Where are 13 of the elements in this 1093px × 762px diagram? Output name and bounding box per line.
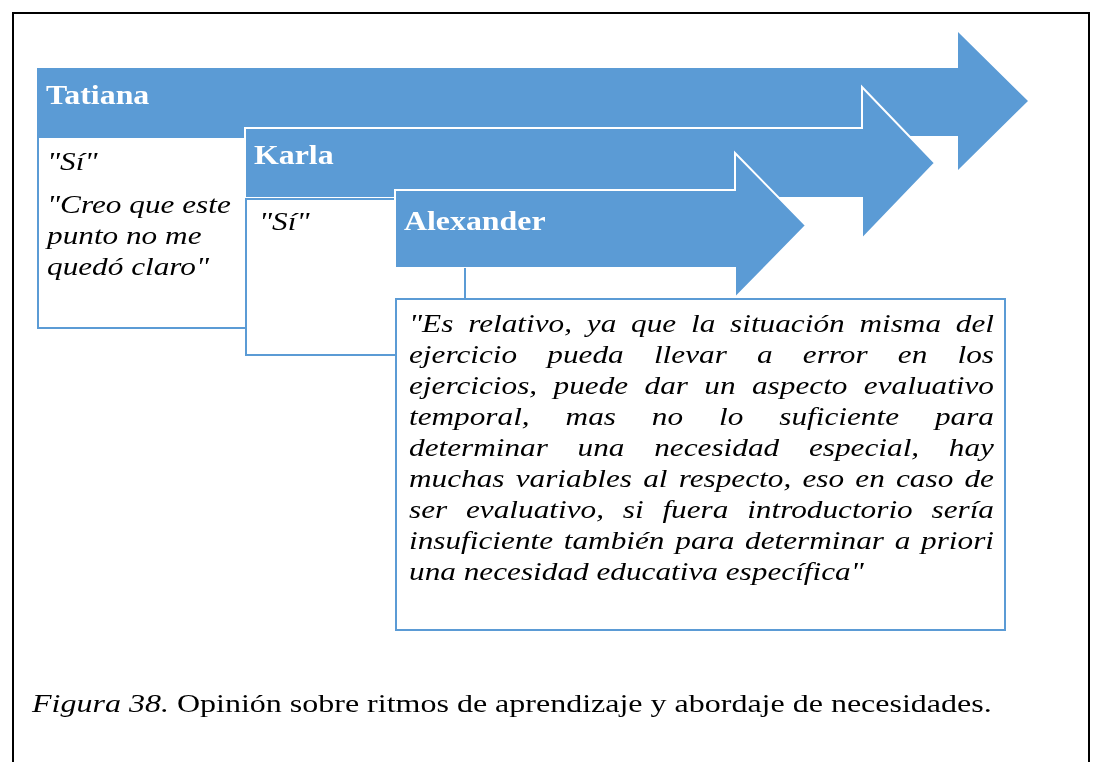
quote-text: "Sí" — [259, 207, 311, 237]
quote-text: "Es relativo, ya que la situación misma del ejercicio pueda llevar a error en los ejercicios, puede dar un aspecto evaluativo temporal, mas no lo suficiente para determinar una necesidad especial, hay muchas variables al respecto, eso en caso de ser evaluativo, si fuera introductorio sería insuficiente también para determinar a priori una necesidad educativa específica" — [409, 309, 994, 587]
quote-text: "Creo que este punto no me quedó claro" — [47, 190, 232, 282]
participant-name: Karla — [254, 140, 334, 171]
participant-name: Tatiana — [46, 80, 150, 111]
quote-box — [245, 198, 395, 356]
quote-text: "Sí" — [47, 147, 99, 177]
arrow-banner — [395, 153, 806, 298]
quote-box — [395, 298, 1006, 631]
participant-name: Alexander — [404, 206, 546, 237]
quote-box — [37, 136, 245, 329]
connector-line — [464, 267, 466, 299]
figure-caption: Figura 38. Opinión sobre ritmos de aprendizaje y abordaje de necesidades. — [32, 690, 992, 718]
